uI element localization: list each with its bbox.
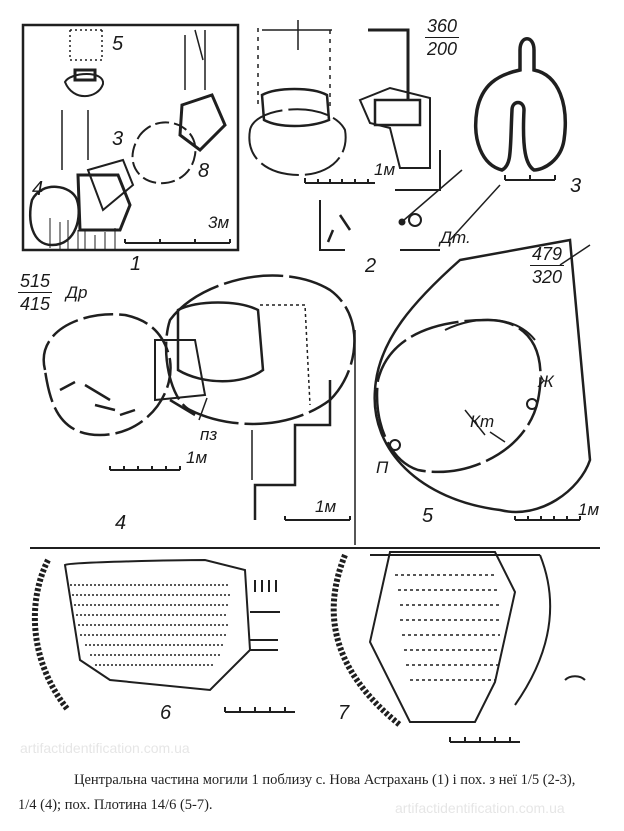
panel1-label-4: 4 <box>32 178 44 200</box>
panel-number-1: 1 <box>130 253 142 275</box>
panel-3-pendant <box>449 37 567 241</box>
archaeological-figure <box>21 20 600 743</box>
panel5-scale-label: 1м <box>578 500 600 519</box>
panel-1-site-plan <box>21 23 240 252</box>
panel-number-7: 7 <box>338 702 350 724</box>
panel1-label-5: 5 <box>112 33 124 55</box>
panel-number-5: 5 <box>422 505 434 527</box>
depth-top: 479 <box>530 244 565 266</box>
watermark-text: artifactidentification.com.ua <box>395 800 565 816</box>
panel4-scale-b: 1м <box>315 497 337 516</box>
panel1-label-3: 3 <box>112 128 124 150</box>
depth-top: 515 <box>18 271 53 293</box>
depth-bottom: 320 <box>532 267 563 287</box>
panel-5-burial-plan <box>373 238 592 521</box>
panel-2-burial-section <box>248 20 463 251</box>
panel5-label-kt: Кт <box>470 412 495 431</box>
panel5-label-p: П <box>376 458 389 477</box>
panel1-scale-label: 3м <box>208 213 230 232</box>
panel2-scale-label: 1м <box>374 160 396 179</box>
panel-4-burial-plan <box>42 274 356 545</box>
panel-number-2: 2 <box>365 255 377 277</box>
panel-7-vessel <box>330 551 586 743</box>
depth-top: 360 <box>425 16 460 38</box>
panel-number-4: 4 <box>115 512 127 534</box>
panel2-label-dt: Дт. <box>440 228 471 247</box>
panel5-label-zh: Ж <box>538 372 554 391</box>
panel1-label-8: 8 <box>198 160 210 182</box>
panel-6-vessel <box>31 558 295 713</box>
depth-bottom: 200 <box>427 39 458 59</box>
depth-bottom: 415 <box>20 294 51 314</box>
panel-number-6: 6 <box>160 702 172 724</box>
panel4-label-dr: Др <box>66 283 88 302</box>
panel4-label-pz: пз <box>200 425 218 444</box>
caption-line-1: Центральна частина могили 1 поблизу с. Н… <box>74 772 576 788</box>
panel-number-3: 3 <box>570 175 582 197</box>
panel4-scale-a: 1м <box>186 448 208 467</box>
figure-caption: Центральна частина могили 1 поблизу с. Н… <box>18 768 618 818</box>
watermark-text: artifactidentification.com.ua <box>20 740 190 756</box>
caption-line-2: 1/4 (4); пох. Плотина 14/6 (5-7). <box>18 797 213 813</box>
